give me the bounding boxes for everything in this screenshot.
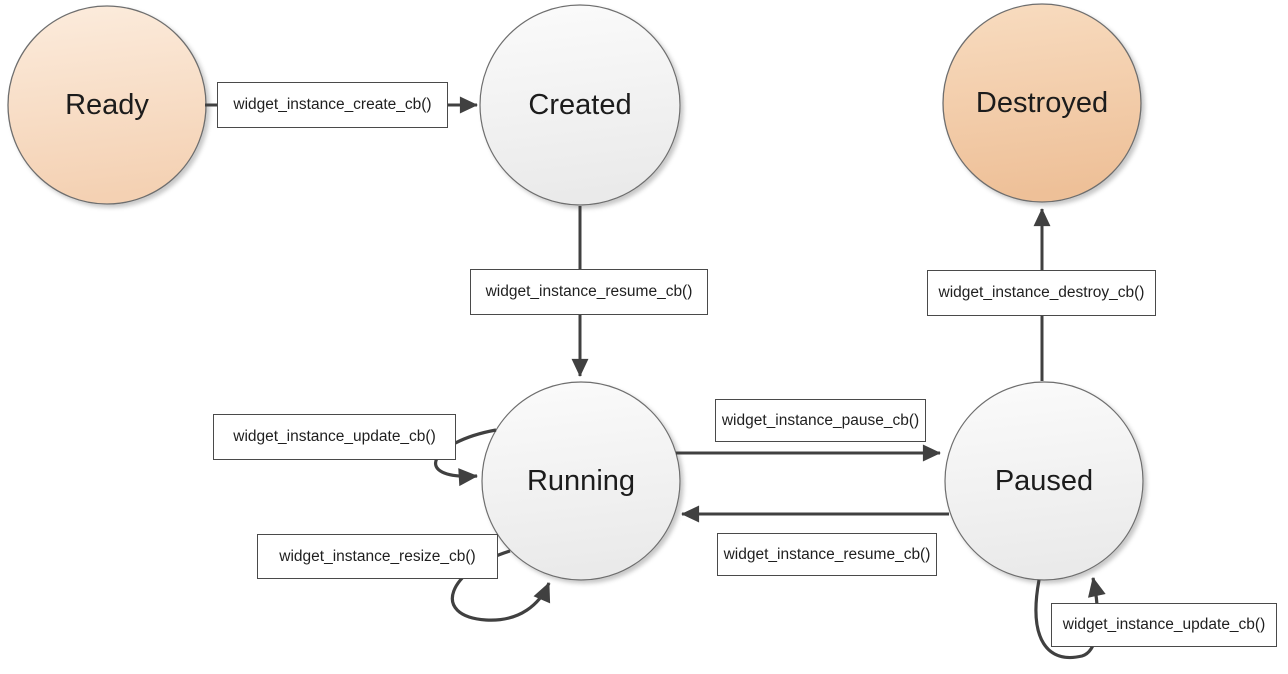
transition-label-resize-running: widget_instance_resize_cb() (257, 534, 498, 579)
transition-label-resume-paused-running: widget_instance_resume_cb() (717, 533, 937, 576)
state-circle-created (479, 4, 681, 206)
state-circle-ready (7, 5, 207, 205)
state-circle-destroyed (942, 3, 1142, 203)
transition-label-pause: widget_instance_pause_cb() (715, 399, 926, 442)
transition-label-destroy: widget_instance_destroy_cb() (927, 270, 1156, 316)
transition-label-create: widget_instance_create_cb() (217, 82, 448, 128)
transition-label-update-running: widget_instance_update_cb() (213, 414, 456, 460)
transition-label-resume-created-running: widget_instance_resume_cb() (470, 269, 708, 315)
state-circle-paused (944, 381, 1144, 581)
state-circle-running (481, 381, 681, 581)
transition-label-update-paused: widget_instance_update_cb() (1051, 603, 1277, 647)
